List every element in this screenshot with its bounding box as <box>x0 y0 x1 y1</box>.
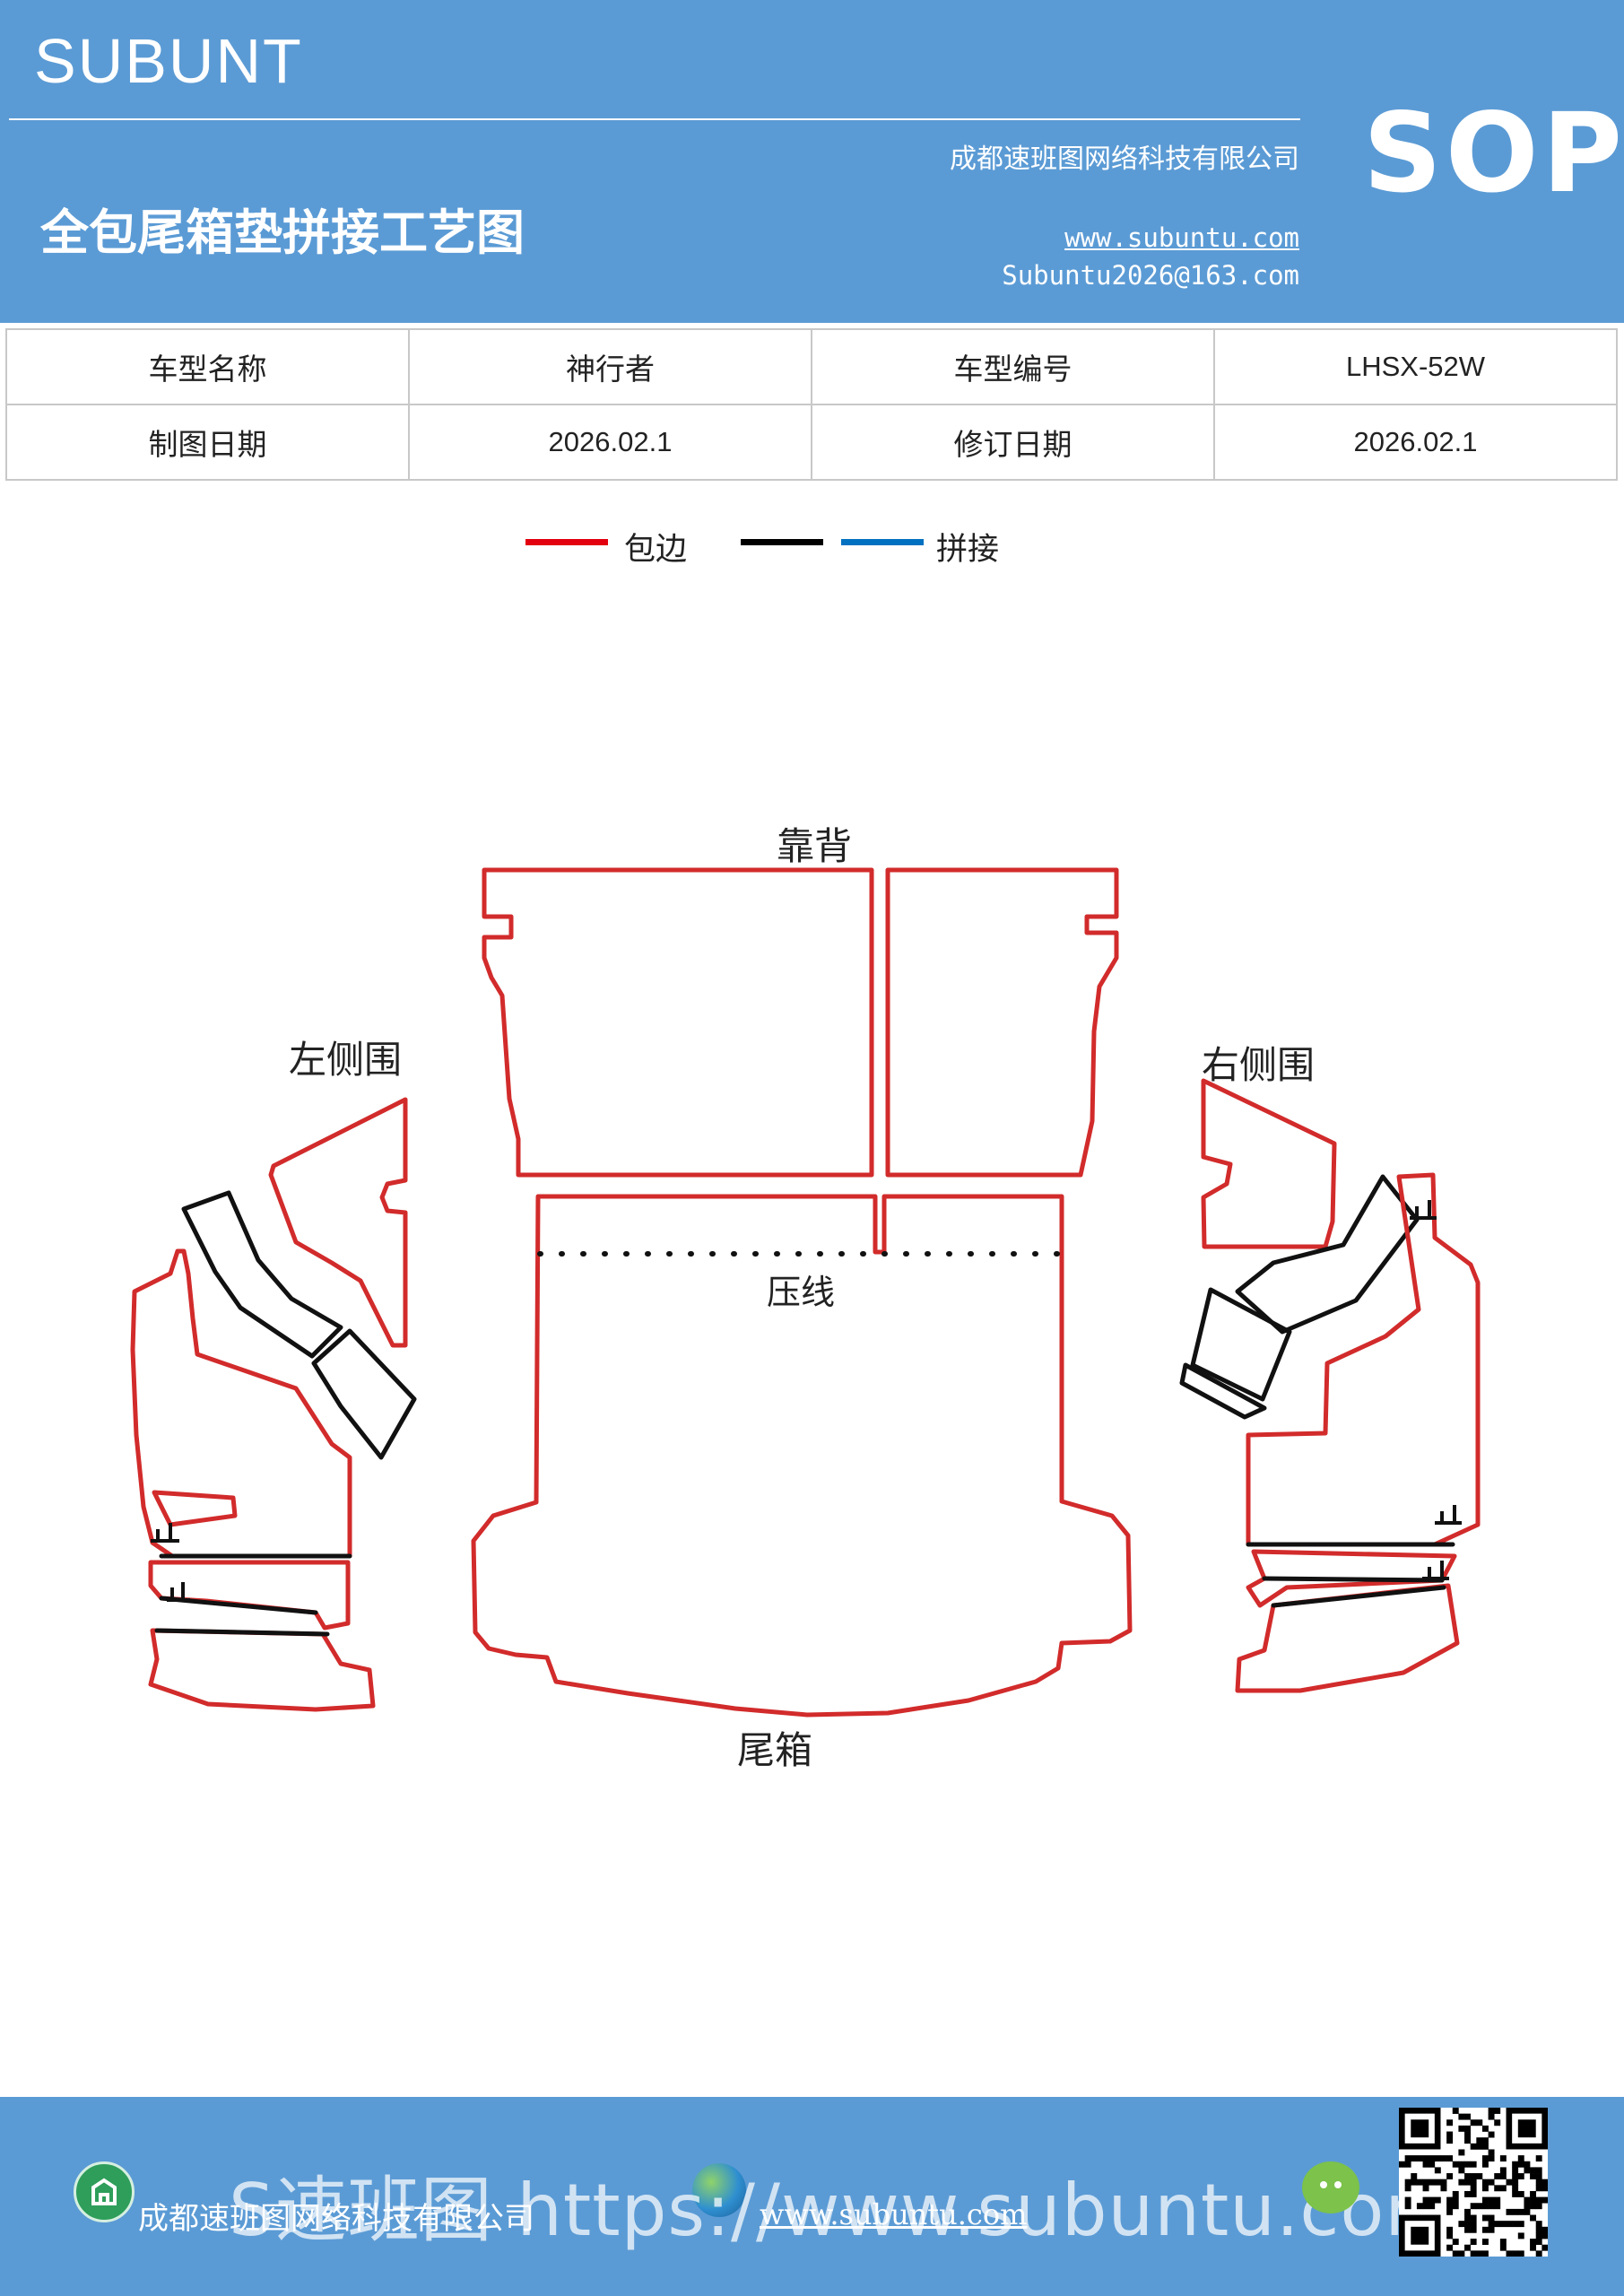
crease-label: 压线 <box>767 1273 836 1312</box>
line-legend: 包边 拼接 <box>0 520 1624 574</box>
qr-code <box>1399 2108 1549 2257</box>
draw-date-label: 制图日期 <box>5 404 410 481</box>
footer-watermark: S速班图 https://www.subuntu.com <box>229 2169 1456 2252</box>
draw-date-value: 2026.02.1 <box>408 404 812 481</box>
right-side-middle-c <box>1179 1362 1267 1420</box>
right-side-seam-3 <box>1271 1585 1446 1608</box>
company-name: 成都速班图网络科技有限公司 <box>950 144 1299 175</box>
right-side-bottom <box>1235 1583 1460 1693</box>
sop-badge: SOP <box>1363 90 1624 217</box>
left-side-label: 左侧围 <box>289 1038 403 1082</box>
stop-mark <box>167 1582 190 1602</box>
backrest-right-panel <box>885 867 1119 1178</box>
revise-date-label: 修订日期 <box>811 404 1215 481</box>
stop-mark <box>151 1523 179 1543</box>
stop-mark <box>1422 1561 1449 1580</box>
binding-line-swatch <box>525 539 608 545</box>
brand-logo-text: SUBUNT <box>34 26 303 96</box>
right-side-label: 右侧围 <box>1202 1043 1316 1087</box>
right-side-middle-b <box>1190 1287 1292 1402</box>
stop-mark <box>1435 1505 1462 1525</box>
left-side-upper <box>268 1097 408 1348</box>
website-link[interactable]: www.subuntu.com <box>1064 222 1299 253</box>
wechat-icon <box>1302 2161 1359 2213</box>
backrest-left-panel <box>482 867 874 1178</box>
trunk-floor-panel <box>471 1194 1133 1718</box>
page-header: SUBUNT 全包尾箱垫拼接工艺图 成都速班图网络科技有限公司 www.subu… <box>0 0 1624 323</box>
right-side-upper <box>1201 1078 1337 1249</box>
contact-email[interactable]: Subuntu2026@163.com <box>1002 260 1299 291</box>
left-side-seam-3 <box>154 1628 330 1637</box>
left-side-small-tab <box>152 1490 238 1527</box>
backrest-label: 靠背 <box>777 824 853 868</box>
footer-company-name: 成都速班图网络科技有限公司 <box>138 2201 534 2237</box>
right-side-main <box>1246 1172 1481 1547</box>
left-side-bottom <box>148 1628 376 1712</box>
page-footer: 成都速班图网络科技有限公司 www.subuntu.com S速班图 https… <box>0 2097 1624 2296</box>
footer-website-link[interactable]: www.subuntu.com <box>760 2197 1028 2231</box>
left-side-middle-a <box>181 1190 343 1359</box>
black-line-swatch <box>741 539 823 545</box>
right-side-seam-2 <box>1262 1576 1445 1583</box>
model-code-value: LHSX-52W <box>1213 328 1618 405</box>
model-code-label: 车型编号 <box>811 328 1215 405</box>
trunk-label: 尾箱 <box>737 1728 813 1772</box>
document-title: 全包尾箱垫拼接工艺图 <box>40 204 525 261</box>
left-side-middle-b <box>311 1328 417 1460</box>
globe-icon <box>692 2163 746 2217</box>
vehicle-info-table: 车型名称 神行者 车型编号 LHSX-52W 制图日期 2026.02.1 修订… <box>5 328 1618 481</box>
building-icon <box>74 2161 135 2222</box>
table-row: 车型名称 神行者 车型编号 LHSX-52W <box>5 328 1618 405</box>
model-name-label: 车型名称 <box>5 328 410 405</box>
stop-mark <box>1410 1200 1437 1220</box>
seam-legend-label: 拼接 <box>936 532 1000 568</box>
left-side-strip <box>148 1560 351 1631</box>
right-side-middle-a <box>1235 1174 1420 1335</box>
table-row: 制图日期 2026.02.1 修订日期 2026.02.1 <box>5 404 1618 481</box>
model-name-value: 神行者 <box>408 328 812 405</box>
right-side-strip <box>1246 1549 1457 1608</box>
stop-marks <box>151 1200 1462 1602</box>
binding-legend-label: 包边 <box>624 532 688 568</box>
header-divider <box>9 118 1300 120</box>
seam-line-swatch <box>841 539 924 545</box>
revise-date-value: 2026.02.1 <box>1213 404 1618 481</box>
